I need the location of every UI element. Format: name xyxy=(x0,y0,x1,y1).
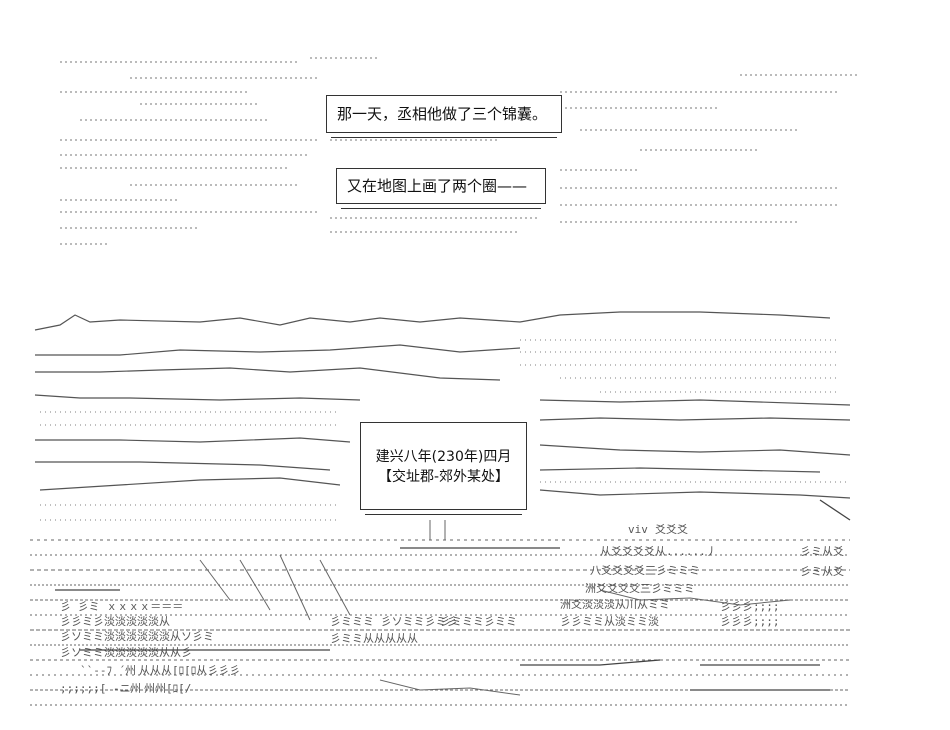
caption-box-2: 又在地图上画了两个圈—— xyxy=(336,168,546,209)
svg-text:彡ミミミ彡ミミ: 彡ミミミ彡ミミ xyxy=(440,615,517,628)
caption-text-2: 又在地图上画了两个圈—— xyxy=(347,177,528,195)
svg-text:八爻爻爻爻三彡ミミミ: 八爻爻爻爻三彡ミミミ xyxy=(590,564,700,577)
svg-text:洲爻爻爻爻三彡ミミミ: 洲爻爻爻爻三彡ミミミ xyxy=(585,582,695,595)
river-and-road-art xyxy=(55,499,851,691)
svg-text:彡ミ从爻: 彡ミ从爻 xyxy=(800,545,844,558)
zhou-label: 州 xyxy=(125,664,136,677)
svg-text:彡彡ミミ从淡ミミ淡: 彡彡ミミ从淡ミミ淡 xyxy=(560,615,659,628)
caption-box-location: 建兴八年(230年)四月 【交址郡-郊外某处】 xyxy=(360,422,527,515)
svg-text:彡ミミミ 彡ソミミ彡ミ彡: 彡ミミミ 彡ソミミ彡ミ彡 xyxy=(330,615,458,628)
viv-label: viv xyxy=(628,523,648,536)
hatched-forest-art xyxy=(30,520,850,706)
svg-text:彡彡彡;;;;: 彡彡彡;;;; xyxy=(720,600,780,613)
svg-text:彡ソミミ淡淡淡淡淡淡从ソ彡ミ: 彡ソミミ淡淡淡淡淡淡从ソ彡ミ xyxy=(60,630,214,643)
mountain-ridge-art xyxy=(34,311,851,499)
svg-text:从爻爻爻爻从......丿: 从爻爻爻爻从......丿 xyxy=(600,545,717,558)
map-labels: viv 爻爻爻 ``‐‐ﾌ ´ 州 从从从[ﾛ[ﾛ从彡彡彡 ;;;;;;[ ‐ニ… xyxy=(60,523,688,695)
svg-text:彡彡彡;;;;: 彡彡彡;;;; xyxy=(720,615,780,628)
svg-text:``‐‐ﾌ ´: ``‐‐ﾌ ´ xyxy=(80,664,125,677)
caption-place-text: 【交址郡-郊外某处】 xyxy=(377,469,510,485)
caption-date-text: 建兴八年(230年)四月 xyxy=(375,449,512,465)
svg-text:彡ミミ从从从从从: 彡ミミ从从从从从 xyxy=(330,632,418,645)
zhou-label-2: 州 xyxy=(130,682,141,695)
svg-text:彡彡ミ彡淡淡淡淡淡从: 彡彡ミ彡淡淡淡淡淡从 xyxy=(60,615,170,628)
sky-cloud-art xyxy=(60,57,860,245)
caption-box-1: 那一天，丞相他做了三个锦囊。 xyxy=(326,95,562,138)
svg-text:从从从[ﾛ[ﾛ从彡彡彡: 从从从[ﾛ[ﾛ从彡彡彡 xyxy=(139,664,240,677)
svg-text:州州[ﾛ[/: 州州[ﾛ[/ xyxy=(144,682,191,695)
svg-text:;;;;;;[ ‐ニ: ;;;;;;[ ‐ニ xyxy=(60,682,131,695)
caption-text-1: 那一天，丞相他做了三个锦囊。 xyxy=(337,105,548,123)
svg-text:彡ソミミ淡淡淡淡淡从从彡: 彡ソミミ淡淡淡淡淡从从彡 xyxy=(60,646,192,659)
svg-text:洲爻淡淡淡从川从ミミ: 洲爻淡淡淡从川从ミミ xyxy=(560,598,670,611)
glyph-clusters: 从爻爻爻爻从......丿 八爻爻爻爻三彡ミミミ 洲爻爻爻爻三彡ミミミ 洲爻淡淡… xyxy=(60,545,844,659)
svg-text:爻爻爻: 爻爻爻 xyxy=(655,523,688,536)
dotted-field-art xyxy=(40,339,850,521)
svg-text:彡 彡ミ ｘｘｘｘ＝＝＝: 彡 彡ミ ｘｘｘｘ＝＝＝ xyxy=(60,600,183,613)
svg-text:彡ミ从爻: 彡ミ从爻 xyxy=(800,565,844,578)
